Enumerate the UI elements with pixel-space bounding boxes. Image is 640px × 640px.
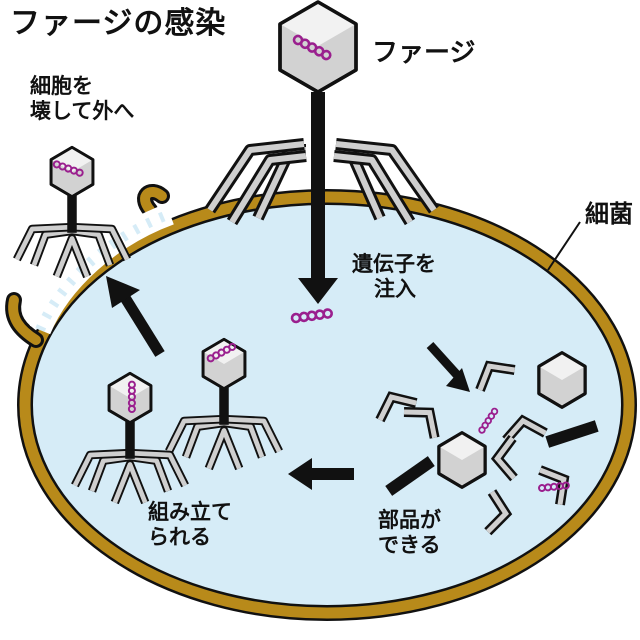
inject-label: 遺伝子を 注入 <box>352 252 436 302</box>
parts-label: 部品が できる <box>378 508 441 558</box>
parts-line-1: 部品が <box>378 508 441 532</box>
assemble-line-2: られる <box>148 524 211 549</box>
phage-large <box>205 0 439 226</box>
assemble-line-1: 組み立て <box>148 500 232 524</box>
arrow-exit <box>106 276 165 357</box>
assemble-label: 組み立て られる <box>148 500 232 550</box>
bacterium-label: 細菌 <box>585 200 633 228</box>
released-phage <box>17 147 127 276</box>
inject-arrow <box>298 92 338 304</box>
inject-line-2: 注入 <box>374 276 416 301</box>
break-out-line-2: 壊して外へ <box>30 98 135 123</box>
phage-label: ファージ <box>372 38 476 68</box>
break-out-line-1: 細胞を <box>30 74 93 98</box>
parts-line-2: できる <box>378 532 441 557</box>
inject-line-1: 遺伝子を <box>352 252 436 276</box>
arrow-to-parts <box>426 341 470 392</box>
break-out-label: 細胞を 壊して外へ <box>30 74 134 124</box>
bacterium <box>5 184 637 621</box>
diagram-title: ファージの感染 <box>10 6 227 41</box>
bacterium-leader-line <box>547 221 581 271</box>
arrow-to-assembly <box>288 458 354 490</box>
